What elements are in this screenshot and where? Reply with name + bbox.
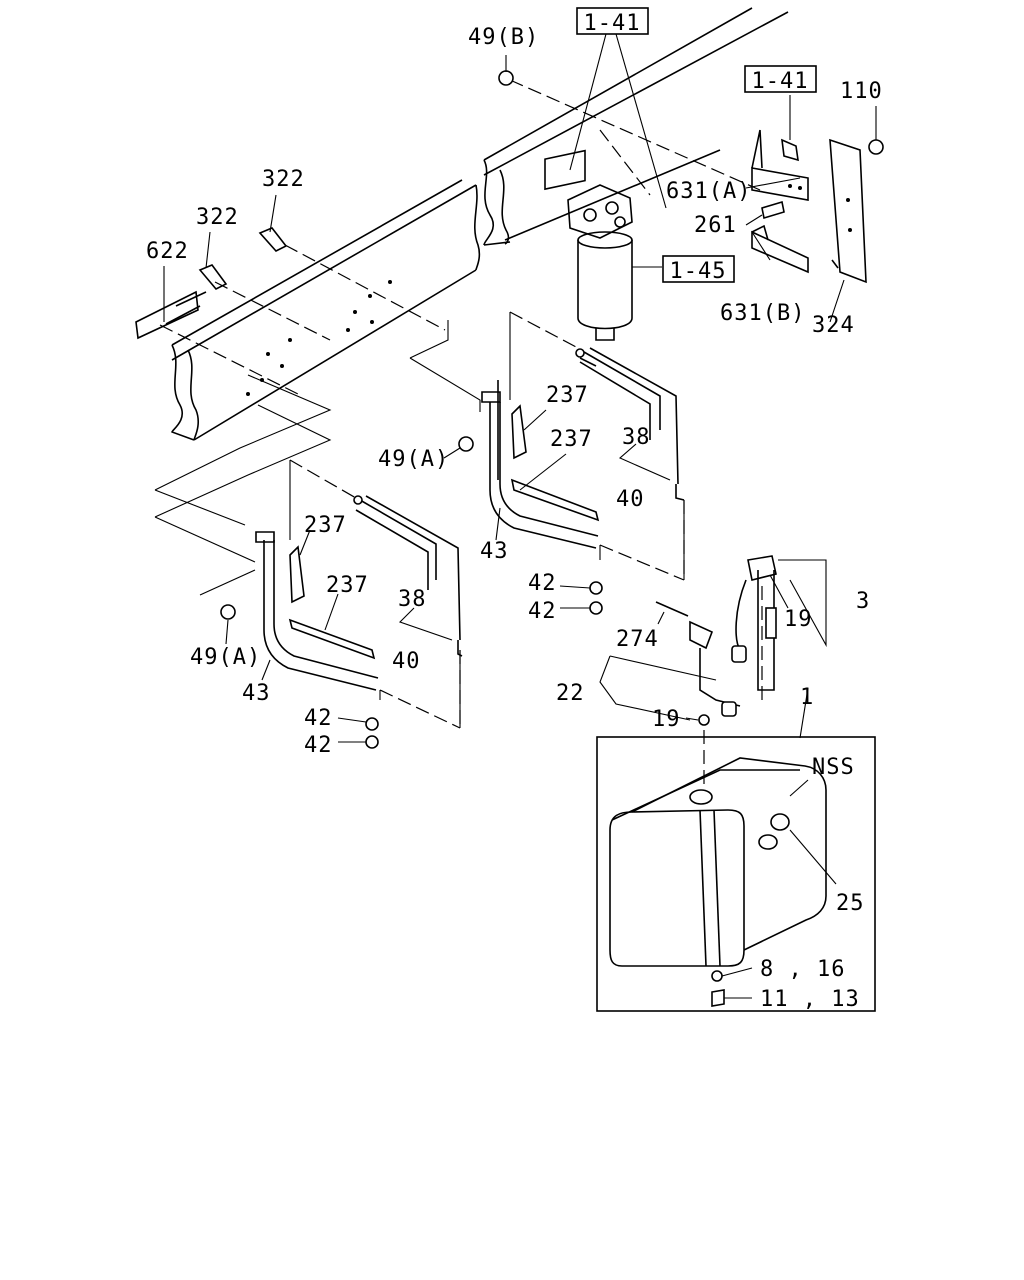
label-42-d: 42 xyxy=(304,733,333,758)
tank-bracket-lower[interactable] xyxy=(255,495,463,691)
label-1: 1 xyxy=(800,685,814,710)
fuel-tank[interactable] xyxy=(609,757,827,1007)
label-40-b: 40 xyxy=(392,649,421,674)
nut-42-d[interactable] xyxy=(365,735,379,749)
ref-1-41-top-label: 1-41 xyxy=(584,11,641,36)
label-25: 25 xyxy=(836,891,865,916)
ref-1-45-filter-label: 1-45 xyxy=(670,259,727,284)
nut-42-a[interactable] xyxy=(589,581,603,595)
frame-rail-rear xyxy=(483,7,789,246)
label-49b: 49(B) xyxy=(468,25,539,50)
label-42-b: 42 xyxy=(528,599,557,624)
label-43-b: 43 xyxy=(242,681,271,706)
label-19-upper: 19 xyxy=(784,607,813,632)
ref-box-filter[interactable]: 1-45 xyxy=(662,255,735,284)
label-49a-upper: 49(A) xyxy=(378,447,449,472)
label-274: 274 xyxy=(616,627,659,652)
bracket-631b[interactable] xyxy=(751,224,809,274)
label-19-lower: 19 xyxy=(652,707,681,732)
frame-rail-front xyxy=(171,179,481,441)
bolt-631-top[interactable] xyxy=(781,138,799,162)
label-622: 622 xyxy=(146,239,189,264)
label-40-a: 40 xyxy=(616,487,645,512)
label-38-a: 38 xyxy=(622,425,651,450)
nut-110[interactable] xyxy=(868,139,884,155)
label-322-lower: 322 xyxy=(196,205,239,230)
bolt-261[interactable] xyxy=(761,200,785,220)
nut-42-b[interactable] xyxy=(589,601,603,615)
label-49a-lower: 49(A) xyxy=(190,645,261,670)
label-237-c: 237 xyxy=(304,513,347,538)
label-22: 22 xyxy=(556,681,585,706)
plate-324[interactable] xyxy=(829,138,867,284)
nut-42-c[interactable] xyxy=(365,717,379,731)
label-322-upper: 322 xyxy=(262,167,305,192)
label-42-c: 42 xyxy=(304,706,333,731)
label-237-d: 237 xyxy=(326,573,369,598)
ref-1-41-bracket-label: 1-41 xyxy=(752,69,809,94)
label-38-b: 38 xyxy=(398,587,427,612)
plate-622[interactable] xyxy=(135,290,207,340)
label-261: 261 xyxy=(694,213,737,238)
tank-bracket-upper[interactable] xyxy=(481,347,685,549)
part-labels: 49(B) 110 631(A) 261 631(B) 324 322 322 … xyxy=(146,25,883,1012)
bolt-322-lower[interactable] xyxy=(198,264,228,290)
bracket-631a[interactable] xyxy=(751,129,809,201)
label-42-a: 42 xyxy=(528,571,557,596)
label-8-16: 8 , 16 xyxy=(760,957,845,982)
label-237-b: 237 xyxy=(550,427,593,452)
fuel-gauge-unit[interactable] xyxy=(731,555,827,691)
bolt-322-upper[interactable] xyxy=(258,227,288,252)
label-237-a: 237 xyxy=(546,383,589,408)
label-324: 324 xyxy=(812,313,855,338)
label-110: 110 xyxy=(840,79,883,104)
suction-pipe[interactable] xyxy=(655,601,741,726)
label-631b: 631(B) xyxy=(720,301,805,326)
nut-49a-lower[interactable] xyxy=(220,604,236,620)
assembly-outline-lines xyxy=(154,312,685,728)
label-3: 3 xyxy=(856,589,870,614)
leader-lines xyxy=(163,33,877,999)
fuel-filter[interactable] xyxy=(544,149,633,341)
label-11-13: 11 , 13 xyxy=(760,987,860,1012)
label-631a: 631(A) xyxy=(666,179,751,204)
fuel-tank-frame xyxy=(596,736,876,1012)
ref-box-top[interactable]: 1-41 xyxy=(576,7,649,36)
nut-49a-upper[interactable] xyxy=(458,436,474,452)
nut-49b[interactable] xyxy=(498,70,514,86)
label-43-a: 43 xyxy=(480,539,509,564)
ref-box-bracket[interactable]: 1-41 xyxy=(744,65,817,94)
label-nss: NSS xyxy=(812,755,855,780)
